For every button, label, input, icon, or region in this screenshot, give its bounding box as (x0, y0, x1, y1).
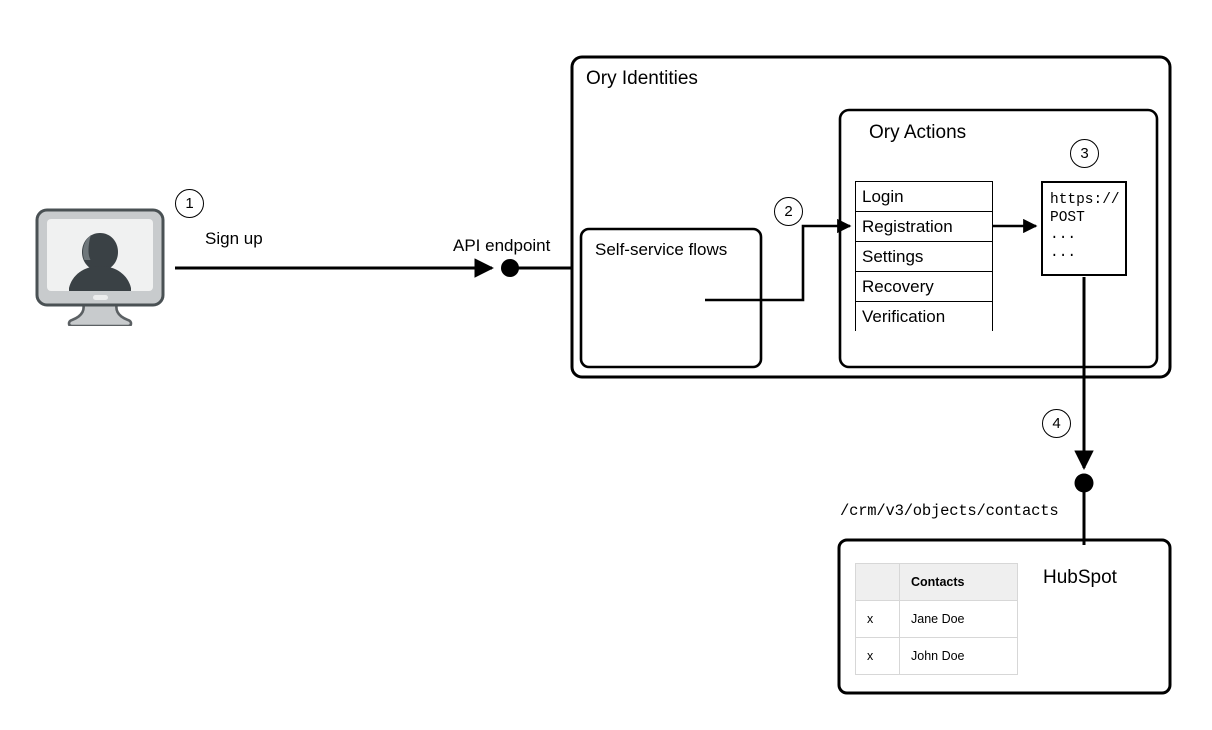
webhook-line-url: https:// (1050, 192, 1120, 208)
webhook-line-body-2: ... (1050, 245, 1077, 262)
row-mark: x (855, 600, 900, 638)
table-header-row: Contacts (855, 563, 1018, 601)
webhook-line-method: POST (1050, 209, 1085, 226)
ory-actions-flow-list: Login Registration Settings Recovery Ver… (855, 181, 993, 332)
flow-label: Registration (862, 216, 953, 236)
row-mark: x (855, 637, 900, 675)
flow-list-item-registration[interactable]: Registration (856, 212, 992, 242)
self-service-flows-title: Self-service flows (595, 240, 728, 259)
selfservice-to-registration-connector (705, 218, 852, 302)
step-badge-1: 1 (175, 189, 204, 218)
flow-list-item-recovery[interactable]: Recovery (856, 272, 992, 302)
self-service-flows-box (579, 227, 763, 369)
monitor-user-icon (35, 208, 165, 328)
step-badge-3: 3 (1070, 139, 1099, 168)
table-row[interactable]: x John Doe (855, 637, 1018, 675)
api-endpoint-dot (501, 259, 519, 277)
webhook-line-body-1: ... (1050, 227, 1077, 244)
flow-label: Settings (862, 246, 924, 266)
row-contact-name: Jane Doe (899, 600, 1018, 638)
flow-list-item-settings[interactable]: Settings (856, 242, 992, 272)
signup-label: Sign up (205, 229, 263, 248)
flow-label: Login (862, 186, 904, 206)
table-header-mark (855, 563, 900, 601)
ory-actions-title: Ory Actions (869, 122, 967, 143)
hubspot-title: HubSpot (1043, 567, 1117, 588)
hubspot-contacts-table: Contacts x Jane Doe x John Doe (855, 563, 1018, 675)
hubspot-container (837, 538, 1172, 695)
step-badge-2: 2 (774, 197, 803, 226)
api-endpoint-label: API endpoint (453, 236, 551, 255)
table-row[interactable]: x Jane Doe (855, 600, 1018, 638)
row-contact-name: John Doe (899, 637, 1018, 675)
flow-list-item-login[interactable]: Login (856, 182, 992, 212)
hubspot-api-path: /crm/v3/objects/contacts (840, 502, 1059, 520)
flow-label: Verification (862, 307, 946, 326)
step-badge-4: 4 (1042, 409, 1071, 438)
webhook-code-box: https:// POST ... ... (1041, 181, 1127, 276)
flow-label: Recovery (862, 276, 934, 296)
table-header-contacts: Contacts (899, 563, 1018, 601)
flow-list-item-verification[interactable]: Verification (856, 302, 992, 332)
ory-identities-title: Ory Identities (586, 68, 698, 89)
